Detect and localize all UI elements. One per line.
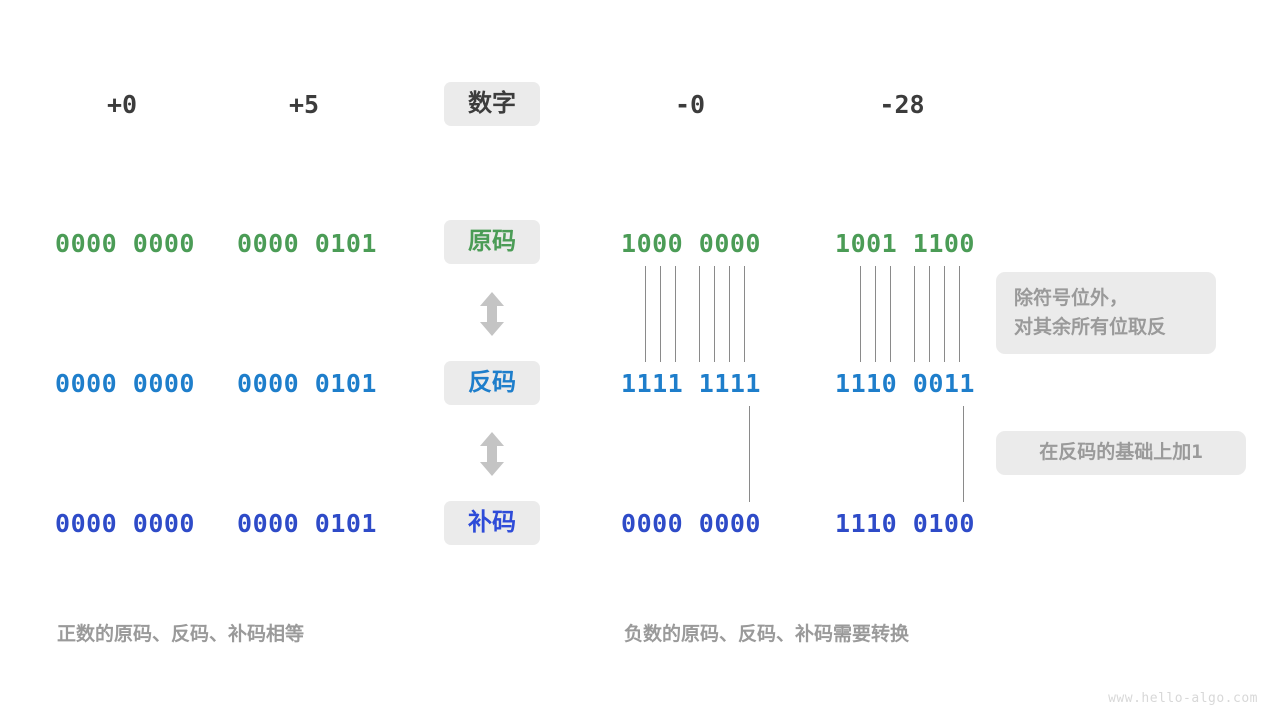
tick-invert-minus28-b2 — [875, 266, 876, 362]
header-plus-five: +5 — [288, 89, 320, 119]
bits-bu-minus28: 1110 0100 — [835, 508, 975, 538]
header-minus-zero: -0 — [674, 89, 706, 119]
tick-invert-minus0-b2 — [660, 266, 661, 362]
badge-buma: 补码 — [444, 501, 540, 545]
tick-invert-minus28-b6 — [944, 266, 945, 362]
note-invert-bits: 除符号位外， 对其余所有位取反 — [996, 272, 1216, 354]
tick-invert-minus0-b6 — [729, 266, 730, 362]
badge-yuanma: 原码 — [444, 220, 540, 264]
badge-fanma: 反码 — [444, 361, 540, 405]
watermark: www.hello-algo.com — [1108, 691, 1258, 706]
bits-fan-minus28: 1110 0011 — [835, 368, 975, 398]
tick-invert-minus0-b7 — [744, 266, 745, 362]
note-invert-line-1: 除符号位外， — [1014, 287, 1129, 309]
tick-invert-minus28-b4 — [914, 266, 915, 362]
bits-fan-minus0: 1111 1111 — [621, 368, 761, 398]
badge-number-header-label: 数字 — [468, 90, 516, 117]
tick-addone-minus0 — [749, 406, 750, 502]
badge-number-header: 数字 — [444, 82, 540, 126]
tick-invert-minus28-b3 — [890, 266, 891, 362]
tick-invert-minus28-b5 — [929, 266, 930, 362]
tick-invert-minus0-b3 — [675, 266, 676, 362]
tick-invert-minus0-b1 — [645, 266, 646, 362]
tick-invert-minus28-b1 — [860, 266, 861, 362]
badge-fanma-label: 反码 — [468, 369, 516, 396]
tick-invert-minus0-b5 — [714, 266, 715, 362]
header-minus-twentyeight: -28 — [879, 89, 925, 119]
badge-buma-label: 补码 — [468, 509, 516, 536]
bits-fan-plus0: 0000 0000 — [55, 368, 195, 398]
header-plus-zero: +0 — [106, 89, 138, 119]
bits-yuan-minus28: 1001 1100 — [835, 228, 975, 258]
tick-invert-minus0-b4 — [699, 266, 700, 362]
bits-bu-plus5: 0000 0101 — [237, 508, 377, 538]
note-add-one-text: 在反码的基础上加 — [1039, 442, 1192, 464]
bits-yuan-plus5: 0000 0101 — [237, 228, 377, 258]
bits-yuan-minus0: 1000 0000 — [621, 228, 761, 258]
arrow-yuan-to-fan — [477, 291, 507, 337]
caption-negative: 负数的原码、反码、补码需要转换 — [624, 624, 910, 645]
caption-positive: 正数的原码、反码、补码相等 — [57, 624, 305, 645]
tick-addone-minus28 — [963, 406, 964, 502]
note-add-one-value: 1 — [1191, 441, 1203, 464]
note-add-one: 在反码的基础上加 1 — [996, 431, 1246, 475]
note-invert-line-2: 对其余所有位取反 — [1014, 317, 1167, 338]
bits-fan-plus5: 0000 0101 — [237, 368, 377, 398]
bits-bu-minus0: 0000 0000 — [621, 508, 761, 538]
arrow-fan-to-bu — [477, 431, 507, 477]
bits-bu-plus0: 0000 0000 — [55, 508, 195, 538]
tick-invert-minus28-b7 — [959, 266, 960, 362]
bits-yuan-plus0: 0000 0000 — [55, 228, 195, 258]
badge-yuanma-label: 原码 — [468, 228, 516, 255]
